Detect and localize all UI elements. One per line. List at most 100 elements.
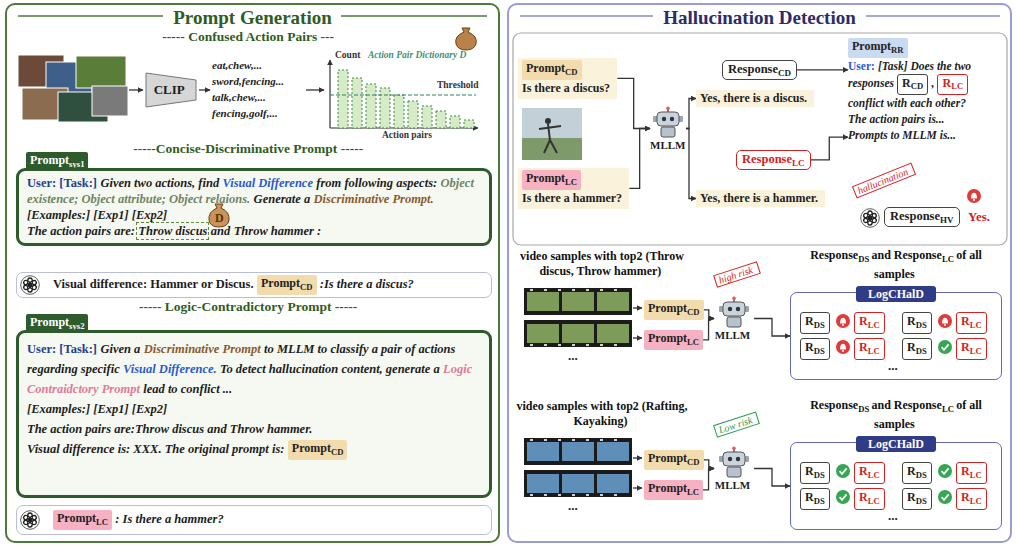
node-text: LC	[792, 158, 805, 168]
node-text: Response	[890, 209, 940, 223]
text-row: The action pairs are:Throw discusandThro…	[27, 223, 481, 239]
node-text: Response	[742, 152, 792, 166]
node-text: User: [Task:]	[27, 176, 97, 190]
label-text: and Response	[872, 248, 942, 262]
text-row: User:[Task] Does the two responsesRCD,RL…	[848, 58, 1004, 112]
action-pair: talk,chew,...	[212, 91, 269, 103]
text-row: ResponseLC	[742, 152, 805, 168]
system-prompt-box: User: [Task:]Given aDiscriminative Promp…	[16, 330, 492, 498]
connector	[629, 129, 650, 189]
text-row: ResponseCD	[728, 62, 791, 78]
text-row: PromptCD	[261, 275, 313, 295]
node-text: LC	[868, 470, 880, 480]
response-chip: RLC	[956, 338, 987, 360]
text-row: RDS	[805, 313, 825, 333]
text-row: RDS	[907, 489, 927, 509]
node-text: CLIP	[154, 82, 185, 97]
text-row: ResponseHV	[890, 209, 954, 225]
connector	[703, 319, 714, 340]
node-text: LC	[565, 177, 577, 187]
hallucination-tag: hallucination	[852, 162, 916, 198]
node-text: Yes, there is a hammer.	[700, 191, 818, 205]
text-row: RLC	[961, 313, 982, 333]
response-box: ResponseHV	[884, 207, 960, 227]
text-row: PromptLC: Is there a hammer?	[53, 510, 227, 530]
node-text: Given a	[100, 342, 140, 356]
node-text: conflict with each other?	[848, 97, 966, 109]
node-text: Prompt	[30, 315, 69, 329]
text-row: PromptCD	[648, 300, 700, 320]
node-text: R	[907, 464, 916, 478]
threshold-label: Threshold	[437, 80, 481, 90]
text-row: MLLM	[714, 329, 754, 341]
node-text: Visual difference is: XXX. The original …	[27, 442, 284, 456]
text-row: The action pairs are:Throw discus and Th…	[27, 419, 481, 439]
node-text: R	[805, 490, 814, 504]
ellipsis: ...	[888, 508, 901, 524]
node-text: CD	[565, 67, 577, 77]
ellipsis: ...	[568, 348, 581, 364]
node-text: LC	[970, 346, 982, 356]
prompt-tag: PromptCD	[257, 275, 317, 295]
node-text: CD	[687, 457, 699, 467]
node-text: User:	[848, 60, 875, 72]
sample-caption: video samples with top2 (Rafting, Kayaki…	[516, 399, 688, 429]
connector	[797, 69, 848, 70]
node-text: [Examples:] [Exp1] [Exp2]	[27, 208, 167, 222]
response-chip: RLC	[956, 462, 987, 484]
action-pair: fencing,golf,...	[212, 107, 281, 119]
text-row: User: [Task:]Given aDiscriminative Promp…	[27, 339, 481, 399]
text-row: PromptLC	[648, 330, 699, 350]
dictionary-bag	[456, 28, 477, 50]
node-text: MLLM	[715, 479, 750, 491]
encoder-trapezoid: CLIP	[145, 72, 197, 108]
connector	[704, 310, 714, 319]
action-pair: eat,chew,...	[212, 59, 265, 71]
node-text: Prompt	[30, 153, 69, 167]
node-text: MLLM	[650, 139, 685, 151]
node-text: DS	[814, 470, 825, 480]
node-text: LogCHalD	[856, 286, 936, 302]
sample-caption: video samples with top2 (Throw discus, T…	[516, 249, 688, 279]
mllm-model: MLLM	[650, 106, 686, 151]
response-chip: RLC	[937, 74, 968, 96]
text-row: User: [Task:]Given two actions, findVisu…	[27, 175, 481, 207]
node-text: Response	[728, 62, 778, 76]
node-text: LC	[970, 320, 982, 330]
node-text: RR	[891, 45, 903, 55]
node-text: Prompt	[648, 451, 687, 465]
text-row: Yes, there is a hammer.	[700, 191, 821, 206]
label-text: ...	[568, 498, 578, 513]
prompt-tag: PromptCD	[644, 300, 704, 320]
label-text: D	[215, 211, 224, 225]
node-text: CD	[687, 307, 699, 317]
node-text: LC	[951, 81, 963, 91]
label-text: ----- Confused Action Pairs ---	[162, 29, 334, 44]
label-text: eat,chew,...	[212, 59, 262, 71]
node-text: ,	[931, 77, 934, 89]
node-text: lead to conflict ...	[143, 382, 232, 396]
node-text: DS	[916, 346, 927, 356]
prompt-tag: PromptCD	[522, 60, 582, 80]
label-text: LC	[942, 404, 954, 414]
node-text: The action pairs are:Throw discus and Th…	[27, 422, 312, 436]
node-text: R	[907, 490, 916, 504]
bag-letter: D	[215, 211, 227, 226]
node-text: R	[907, 314, 916, 328]
node-text: Prompt	[648, 481, 687, 495]
connector	[704, 460, 714, 469]
label-text: Action Pair Dictionary D	[368, 50, 466, 60]
label-text: DS	[858, 404, 869, 414]
response-chip: RDS	[800, 312, 830, 334]
text-row: RLC	[961, 339, 982, 359]
node-text: CD	[331, 447, 343, 457]
node-text: LC	[96, 517, 108, 527]
node-text: DS	[814, 320, 825, 330]
node-text: Prompt	[292, 441, 331, 455]
text-row: PromptRR	[848, 38, 1004, 58]
response-chip: RDS	[902, 338, 932, 360]
node-text: LC	[868, 346, 880, 356]
discus-photo	[522, 108, 582, 160]
node-text: R	[961, 464, 970, 478]
